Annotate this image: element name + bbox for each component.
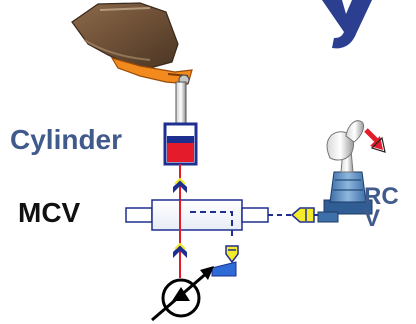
- pump-regulator: [211, 261, 237, 277]
- flow-chevron-lower-icon: [173, 242, 187, 258]
- bucket-icon: [71, 2, 193, 86]
- pilot-arrow-left-icon: [290, 207, 315, 223]
- cylinder-icon: [163, 122, 198, 166]
- valve-icon: [125, 199, 269, 240]
- cylinder-label: Cylinder: [10, 124, 123, 155]
- joystick-icon: [317, 120, 373, 223]
- flow-chevron-upper-icon: [173, 177, 187, 193]
- cylinder-rod: [175, 81, 187, 125]
- pilot-arrow-down-icon: [225, 245, 239, 264]
- rcv-label: RCV: [364, 183, 399, 232]
- cropped-title-glyph: [322, 0, 372, 49]
- mcv-label: MCV: [18, 197, 81, 228]
- pump-icon: [151, 266, 214, 322]
- direction-arrow-icon: [364, 128, 386, 153]
